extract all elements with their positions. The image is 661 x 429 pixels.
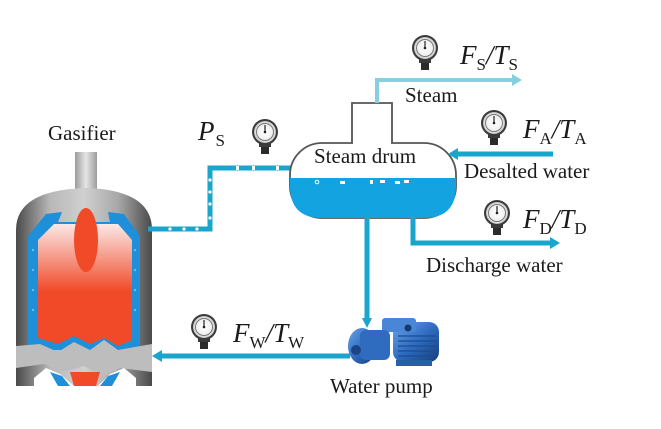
feedwater-gauge-icon <box>190 313 218 350</box>
drum-water-level <box>290 178 456 218</box>
desalted-water-pipe <box>448 148 553 160</box>
feedwater-flow-label: FW/TW <box>232 318 305 352</box>
discharge-water-pipe <box>410 216 560 249</box>
discharge-water-label: Discharge water <box>426 253 563 277</box>
desalted-flow-label: FA/TA <box>522 114 587 148</box>
desalted-water-label: Desalted water <box>464 159 589 183</box>
water-pump-icon <box>348 318 439 366</box>
gasifier-flame-zone <box>38 224 132 346</box>
gasifier-slag-zone <box>16 340 152 376</box>
pressure-gauge-icon <box>251 118 279 155</box>
downcomer-pipe <box>362 216 372 328</box>
steam-flow-label: FS/TS <box>459 40 518 74</box>
steam-pipe <box>375 74 522 103</box>
steam-gauge-icon <box>411 34 439 71</box>
gasifier-label: Gasifier <box>48 121 116 145</box>
steam-drum <box>289 102 457 219</box>
gasifier <box>16 152 152 386</box>
feedwater-pipe <box>152 350 350 362</box>
arrow-icon <box>448 148 458 160</box>
steam-drum-label: Steam drum <box>314 144 416 168</box>
arrow-icon <box>362 318 372 328</box>
desalted-gauge-icon <box>480 109 508 146</box>
discharge-flow-label: FD/TD <box>522 204 587 238</box>
pressure-label: PS <box>197 116 225 150</box>
arrow-icon <box>512 74 522 86</box>
gasifier-neck <box>75 152 97 192</box>
arrow-icon <box>152 350 162 362</box>
flame-icon <box>74 208 98 272</box>
water-pump-label: Water pump <box>330 374 433 398</box>
arrow-icon <box>550 237 560 249</box>
steam-label: Steam <box>405 83 458 107</box>
riser-pipe <box>148 163 302 232</box>
discharge-gauge-icon <box>483 199 511 236</box>
